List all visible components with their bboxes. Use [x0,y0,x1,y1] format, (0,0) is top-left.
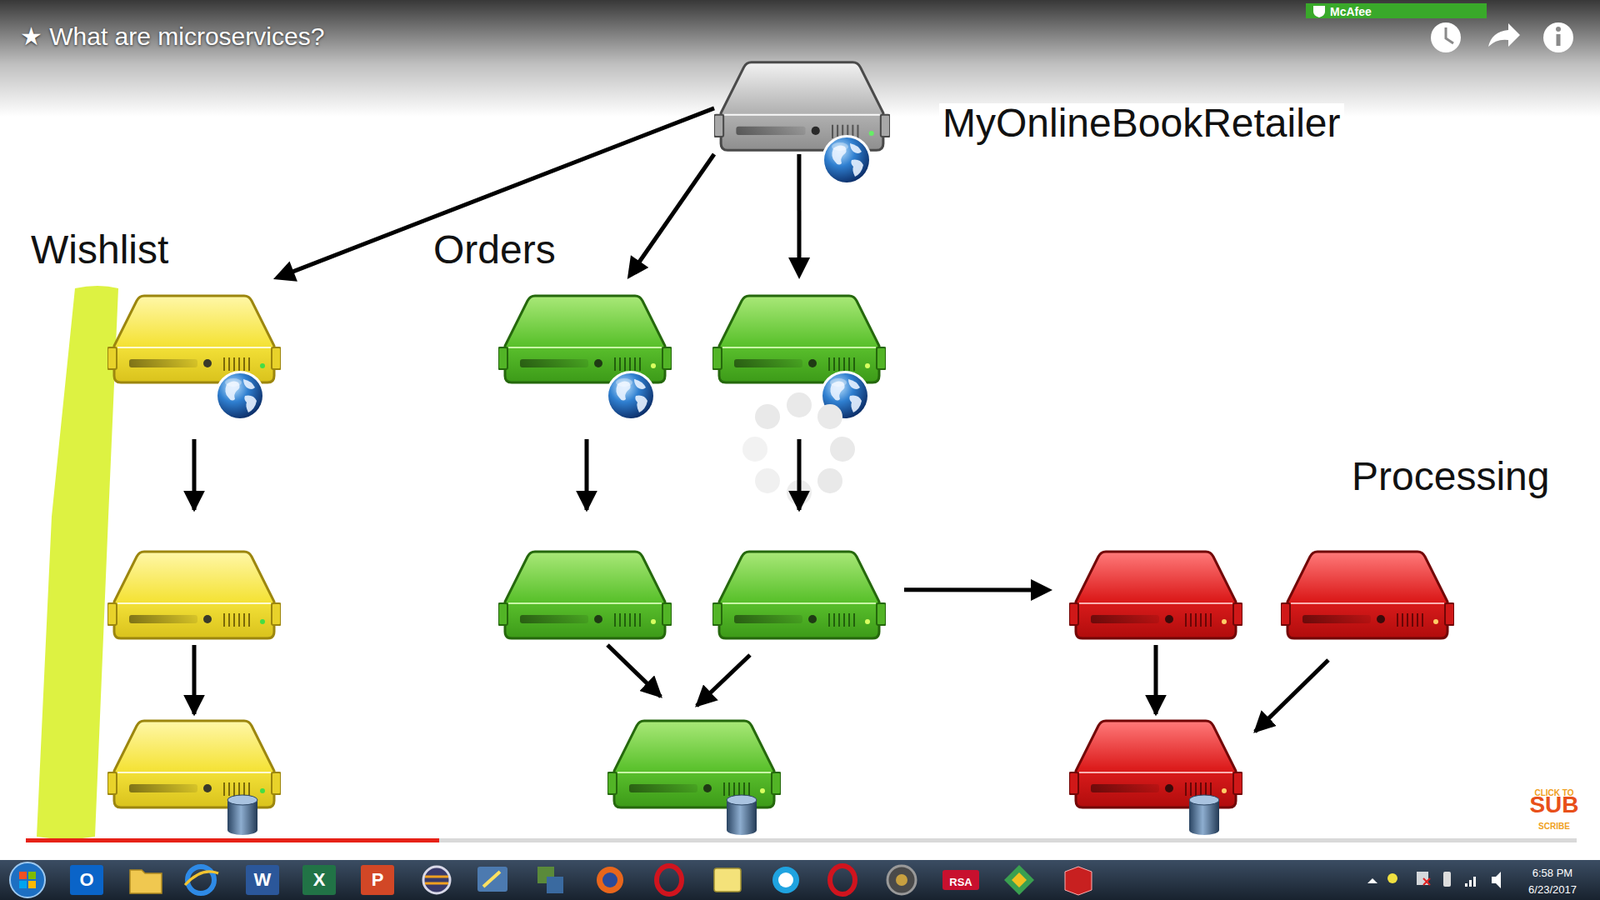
arrow-head [1030,579,1053,601]
taskbar [0,860,1600,900]
progress-track [25,838,1577,843]
connector-line [904,587,1033,592]
app-icon-letter-slot: P [360,870,395,890]
app-icon-letter: W [254,870,272,890]
connector-arrow [788,154,810,280]
heading-slot: Processing [1348,456,1553,497]
subscribe-watermark-slot: SUB [1528,793,1580,817]
connector-arrow [904,579,1053,601]
service-heading: Orders [430,230,560,270]
video-icons [1430,22,1574,53]
service-group: Orders [495,279,905,817]
service-heading: MyOnlineBookRetailer [939,103,1345,144]
mcafee-bar [1305,3,1487,19]
arrow-head [273,260,298,281]
service-group: MyOnlineBookRetailer [714,58,890,155]
subscribe-watermark: SCRIBE [1538,822,1570,831]
subscribe-watermark: SUB [1529,793,1579,817]
app-icon-letter-slot: RSA [942,874,980,890]
title-slot: ★ What are microservices? [20,21,325,52]
app-icon-letter: P [371,870,385,890]
highlighter-stroke [36,285,119,840]
progress-bar [25,838,440,843]
app-icon-letter-slot: W [245,870,280,890]
connector-line [796,154,801,260]
clock-date: 6/23/2017 [1528,884,1577,896]
clock-time: 6:58 PM [1532,867,1573,880]
globe-icons [215,135,872,421]
video-title: ★ What are microservices? [20,21,325,52]
subscribe-watermark-slot: SCRIBE [1528,817,1580,833]
clock-date-slot: 6/23/2017 [1515,881,1590,897]
mcafee-shield [1313,5,1325,18]
arrow-head [788,257,810,280]
service-group: Processing [1052,533,1461,817]
app-icon-letter-slot: O [70,870,104,890]
connector-arrow [627,154,715,280]
heading-slot: Orders [430,230,560,270]
database-icons [227,795,1220,835]
app-icon-letter: O [79,870,94,890]
internal-arrows [194,439,1329,732]
service-group: Wishlist [104,279,284,817]
heading-slot: Wishlist [27,230,172,270]
app-icon-letter: RSA [949,876,972,888]
app-icon-letter-slot: X [302,870,336,890]
connector-line [638,154,715,263]
service-heading: Processing [1348,456,1553,497]
service-heading: Wishlist [27,230,172,270]
app-icon-letter: X [313,870,326,890]
heading-slot: MyOnlineBookRetailer [939,103,1345,144]
arrow-head [627,255,650,280]
clock-time-slot: 6:58 PM [1515,865,1590,880]
connector-arrow [273,108,715,282]
connector-line [291,108,715,273]
mcafee-label: McAfee [1330,5,1372,19]
mcafee-label-slot: McAfee [1330,4,1372,20]
server-icons [107,62,1455,808]
